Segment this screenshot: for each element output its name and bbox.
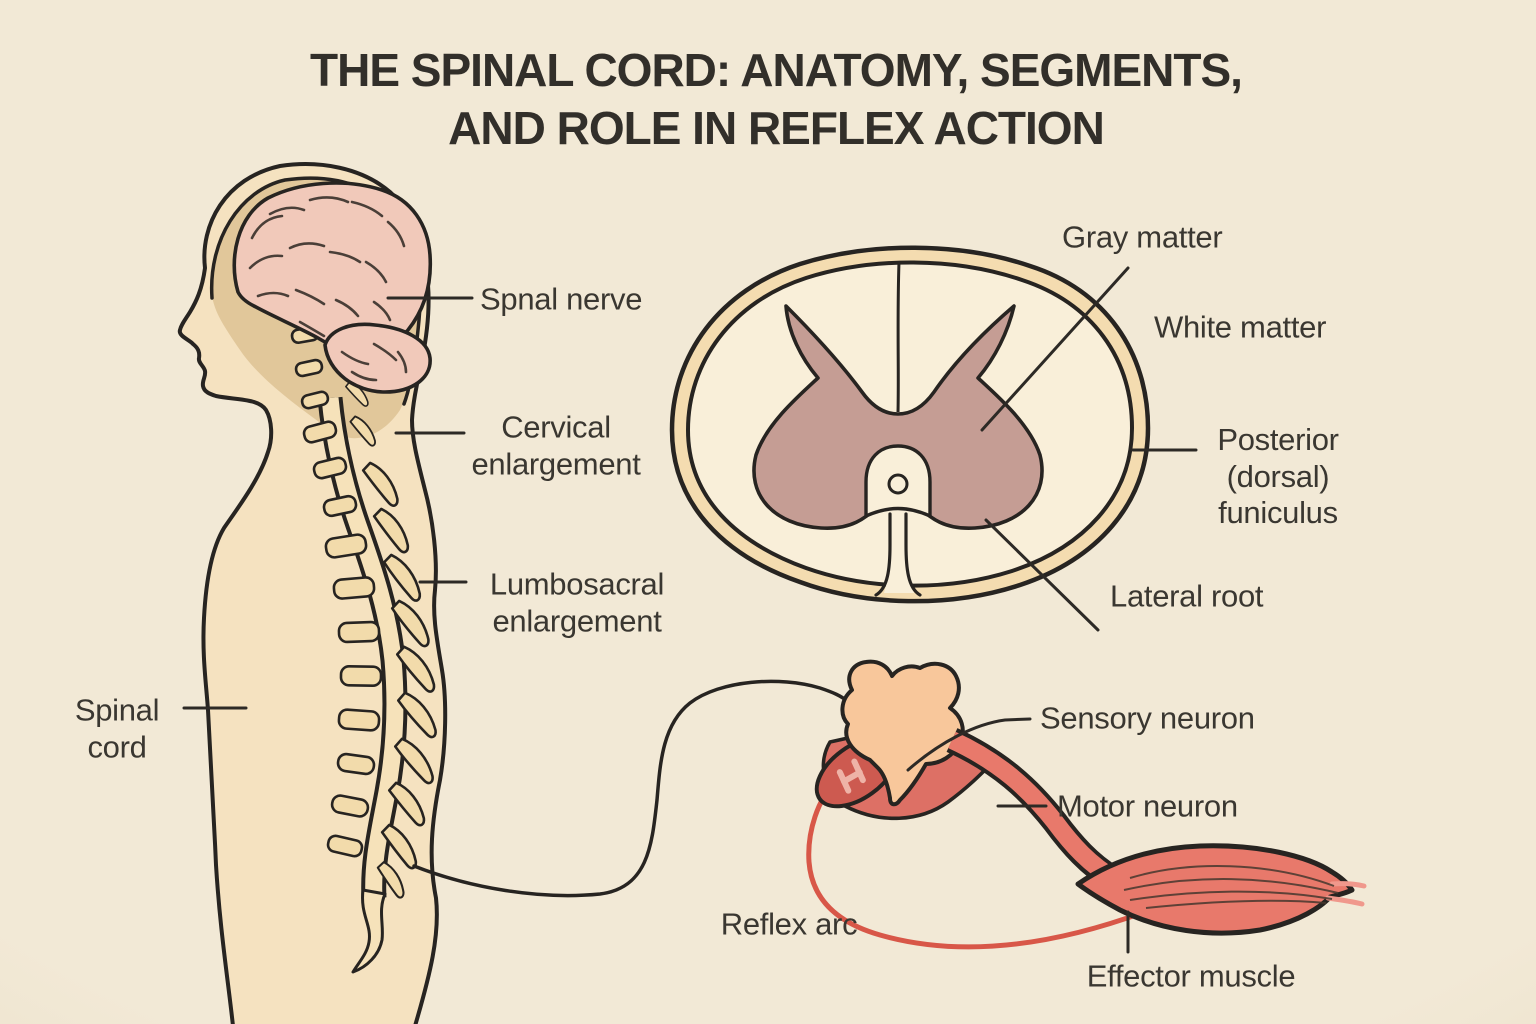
label-spinal-nerve: Spnal nerve: [480, 281, 643, 317]
reflex-arc-illustration: [806, 659, 1367, 950]
motor-nerve: [946, 728, 1121, 890]
spinal-cord-cross-section: [669, 245, 1151, 604]
posterior-median-sulcus: [896, 261, 901, 413]
brain-gyri: [248, 196, 408, 382]
page-title: THE SPINAL CORD: ANATOMY, SEGMENTS, AND …: [310, 44, 1243, 154]
reflex-arc-arrow: [806, 779, 1158, 950]
label-posterior-dorsal-funiculus: Posterior (dorsal) funiculus: [1217, 422, 1339, 531]
body-to-segment-connector: [412, 679, 850, 898]
anterior-median-fissure-right: [904, 512, 922, 597]
leader-lateral-root: [984, 518, 1100, 632]
label-effector-muscle: Effector muscle: [1086, 958, 1296, 994]
spinal-cord-tube: [317, 396, 408, 974]
label-white-matter: White matter: [1154, 309, 1327, 345]
leader-sensory-neuron: [906, 717, 1032, 772]
human-figure: [177, 162, 448, 1024]
vertebral-bodies: [290, 325, 383, 858]
label-lumbosacral-enlargement: Lumbosacral enlargement: [489, 566, 665, 638]
cord-tail: [351, 888, 387, 974]
leader-gray-matter: [980, 266, 1130, 432]
cerebellum: [323, 322, 432, 394]
label-gray-matter: Gray matter: [1062, 219, 1223, 255]
label-motor-neuron: Motor neuron: [1057, 788, 1238, 824]
segment-gray-matter: [840, 659, 965, 807]
effector-muscle: [1075, 843, 1367, 936]
vertebra-spinous-processes: [340, 346, 437, 899]
anterior-median-fissure: [874, 512, 892, 597]
central-canal: [887, 473, 909, 495]
label-cervical-enlargement: Cervical enlargement: [471, 409, 641, 481]
brain: [232, 181, 433, 354]
leader-lines: [182, 266, 1198, 954]
label-reflex-arc: Reflex arc: [720, 906, 858, 942]
label-lateral-root: Lateral root: [1110, 578, 1264, 614]
label-sensory-neuron: Sensory neuron: [1040, 700, 1255, 736]
muscle-fibers: [1123, 865, 1339, 909]
gray-matter-butterfly: [752, 304, 1044, 530]
label-spinal-cord: Spinal cord: [74, 692, 160, 764]
